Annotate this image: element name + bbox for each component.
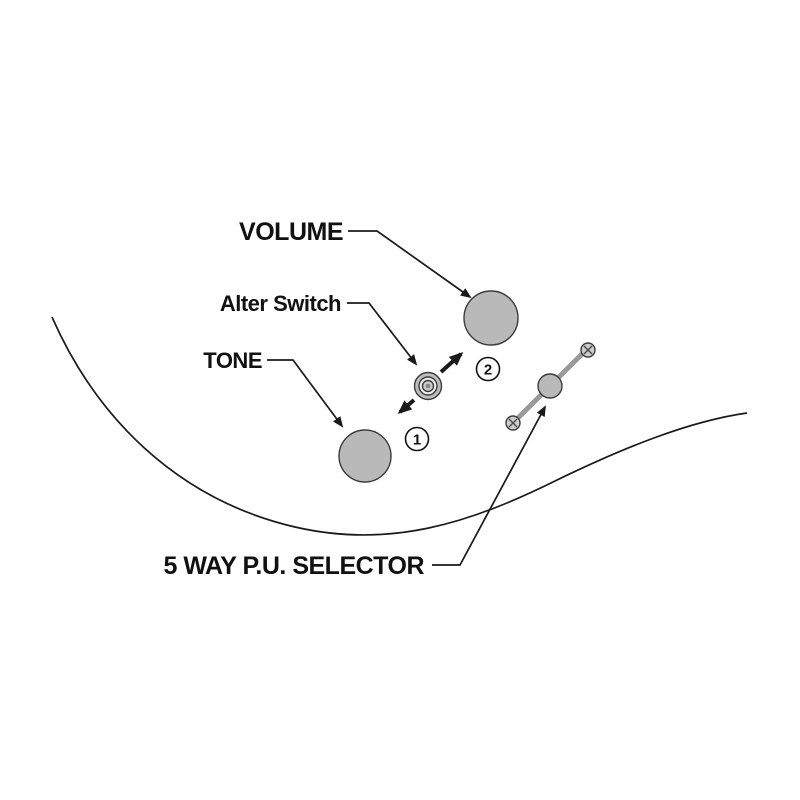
alter-switch-leader-line (347, 302, 418, 366)
tone-knob (338, 429, 392, 483)
guitar-body-edge-curve (51, 316, 748, 536)
selector-screw-lower (505, 415, 521, 431)
selector-leader-line (432, 405, 546, 566)
volume-leader-line (348, 230, 472, 299)
selector-tip-knob (537, 373, 563, 399)
tone-label: TONE (203, 348, 262, 373)
volume-label: VOLUME (239, 218, 343, 246)
step-1-badge: 1 (404, 426, 430, 452)
step-2-number: 2 (484, 362, 492, 379)
alter-switch-label: Alter Switch (220, 291, 341, 316)
step-2-badge: 2 (475, 356, 501, 382)
tone-leader-line (267, 359, 344, 428)
push-direction-arrow-up (439, 351, 464, 374)
selector-screw-upper (580, 342, 596, 358)
step-1-number: 1 (413, 432, 421, 449)
push-direction-arrow-down (397, 398, 416, 414)
pickup-selector (505, 342, 596, 431)
selector-label: 5 WAY P.U. SELECTOR (163, 552, 424, 580)
volume-knob (463, 290, 519, 346)
alter-switch-knob (413, 371, 443, 401)
